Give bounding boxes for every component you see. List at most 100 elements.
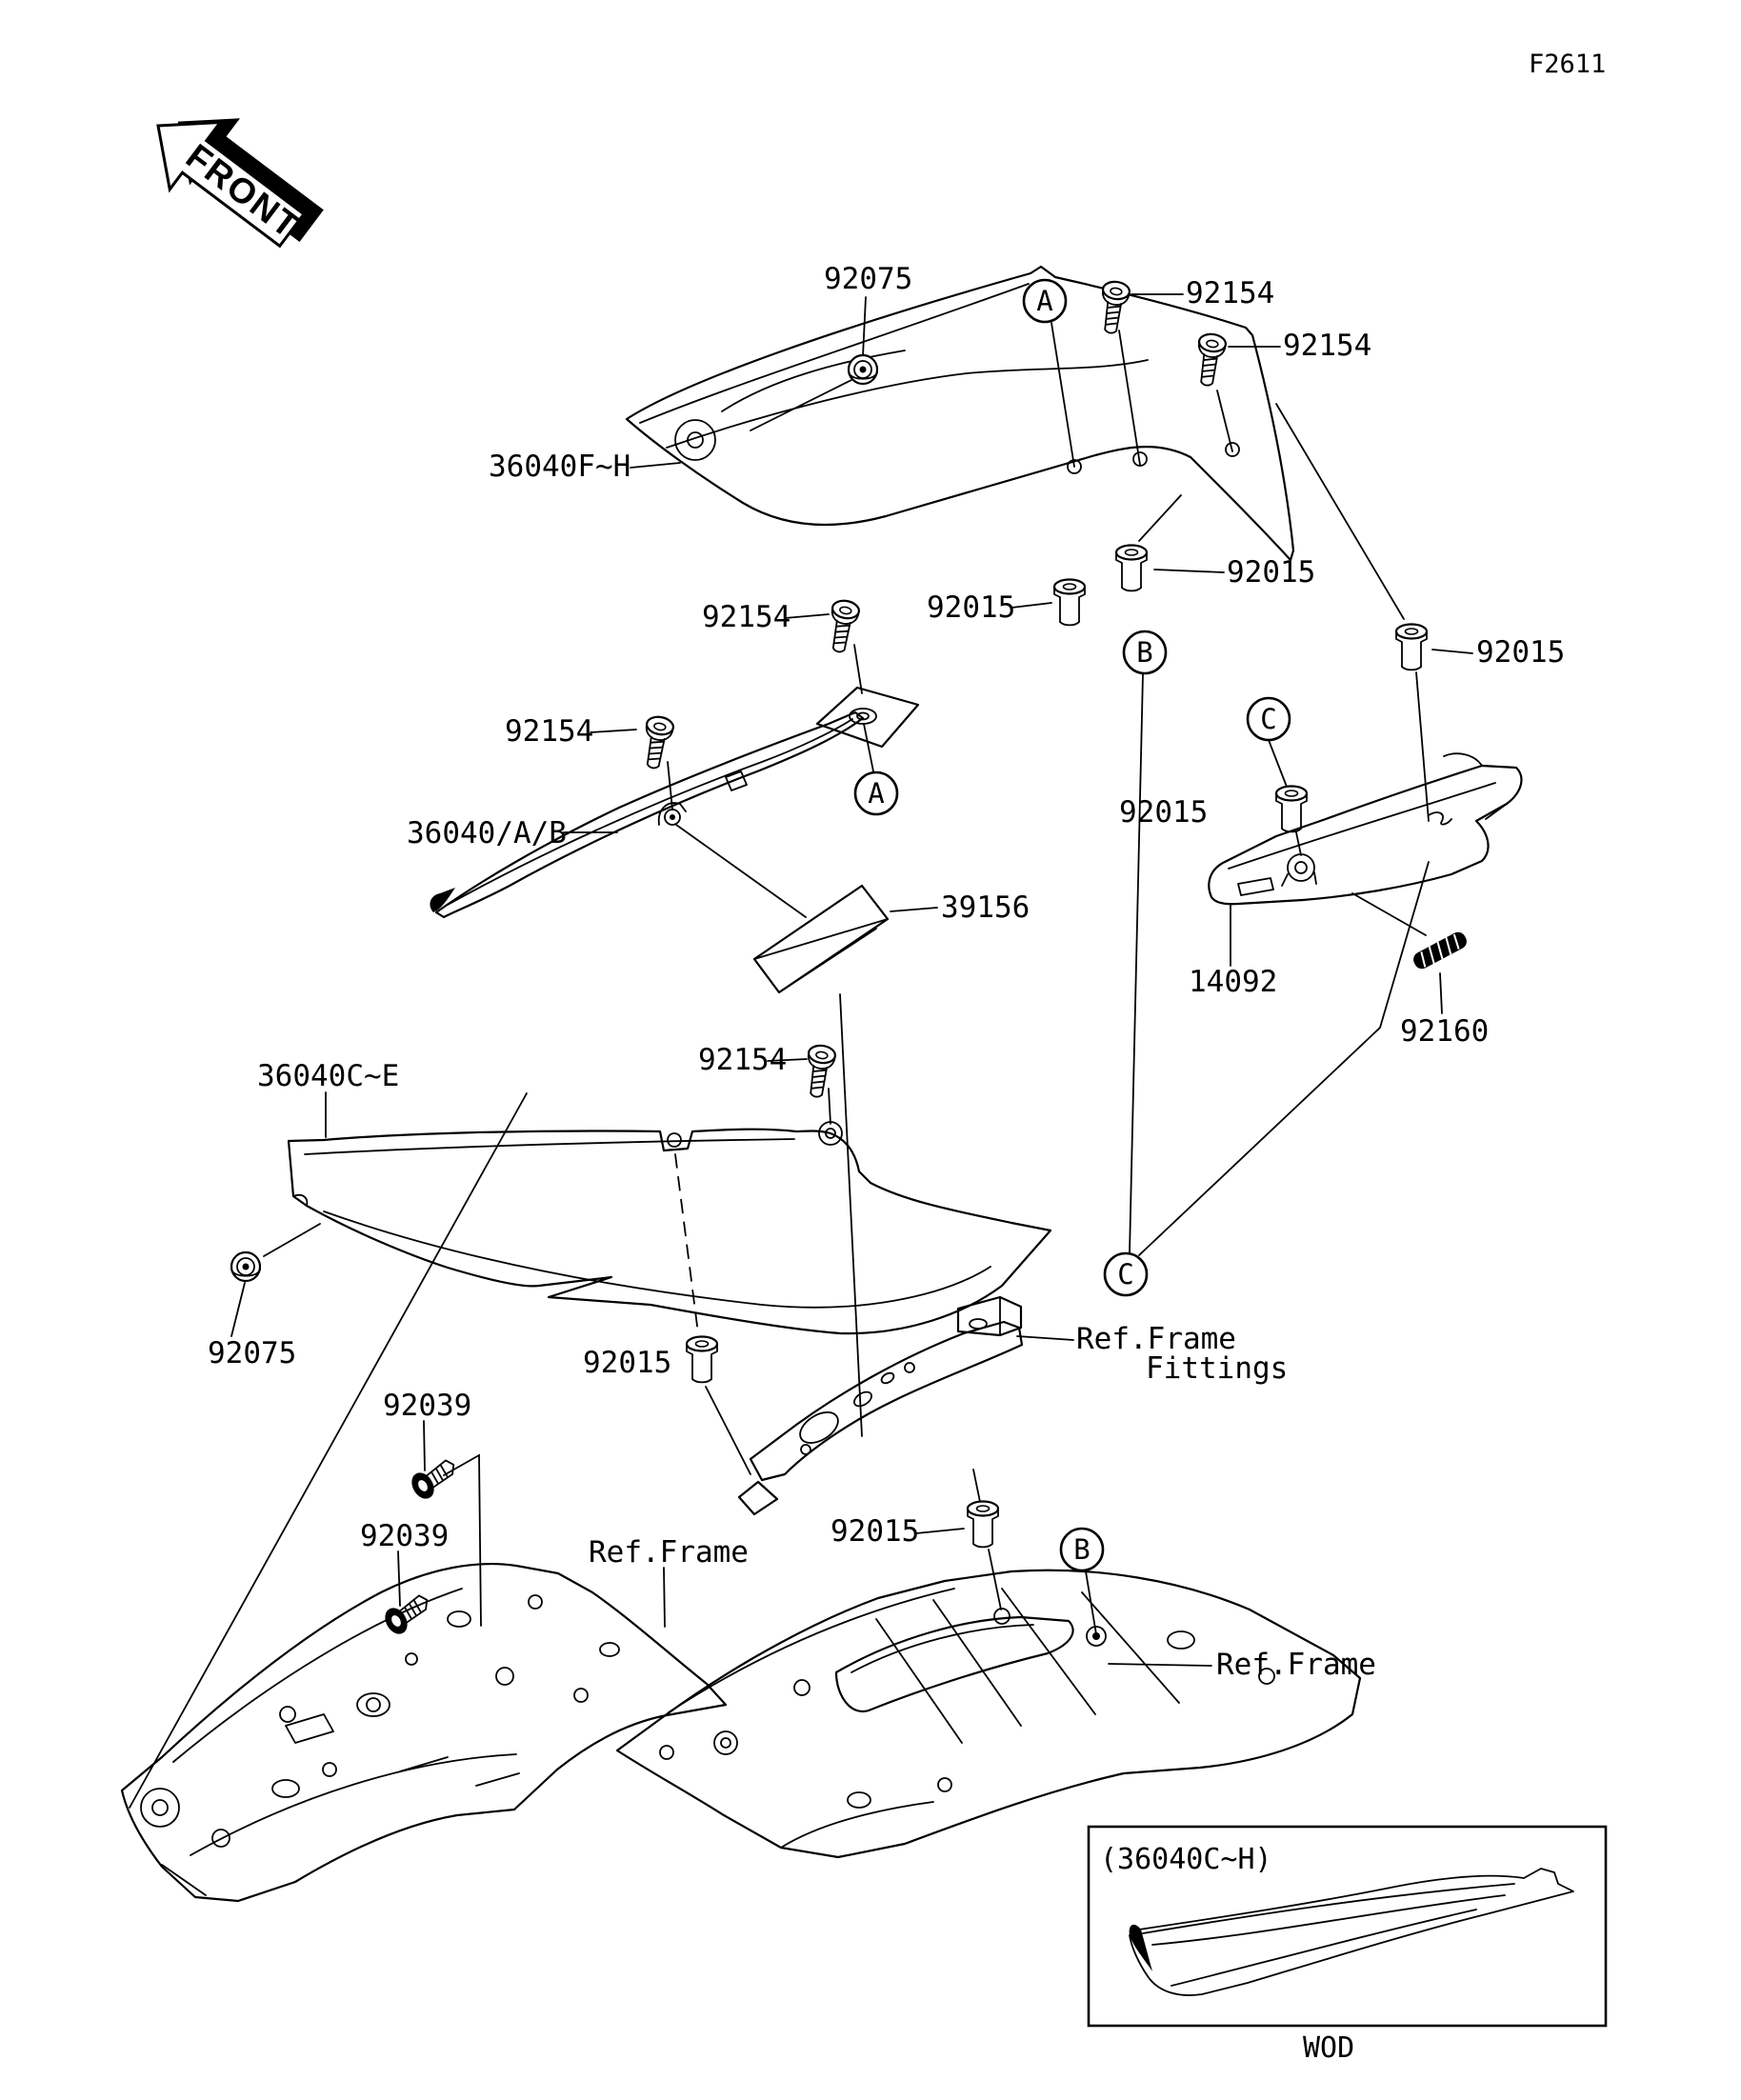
callout-A: A <box>853 770 899 816</box>
svg-text:B: B <box>1073 1533 1090 1566</box>
leader-line <box>590 729 637 733</box>
screw-92154-icon <box>1095 279 1132 336</box>
leader-line <box>1138 494 1182 542</box>
leader-line <box>675 824 807 918</box>
part-label-92015: 92015 <box>1119 795 1208 830</box>
leader-line <box>1431 649 1473 654</box>
callout-B: B <box>1122 630 1168 675</box>
part-label-Ref-Frame: Ref.Frame <box>1216 1648 1376 1682</box>
front-direction-arrow: FRONT <box>156 118 324 249</box>
part-top-cover-36040F-H <box>625 265 1295 562</box>
leader-line <box>705 1386 751 1475</box>
leader-line <box>1011 602 1052 609</box>
part-ref-frame-right <box>615 1569 1362 1859</box>
leader-line <box>1295 831 1302 856</box>
part-label-36040-A-B: 36040/A/B <box>407 816 567 850</box>
leader-line <box>1138 861 1430 1256</box>
bushing-92015-icon <box>1114 544 1149 592</box>
screw-92154-icon <box>1191 331 1229 389</box>
callout-C: C <box>1103 1251 1149 1297</box>
leader-line <box>230 1282 246 1337</box>
part-label-92075: 92075 <box>208 1336 296 1370</box>
leader-line <box>839 993 863 1437</box>
part-label-92015: 92015 <box>583 1346 671 1380</box>
part-cover-14092 <box>1208 752 1523 906</box>
part-label-14092: 14092 <box>1189 965 1277 999</box>
leader-line <box>1153 569 1225 573</box>
part-label-92015: 92015 <box>1476 635 1565 670</box>
leader-line <box>423 1420 426 1471</box>
bushing-92015-icon <box>966 1500 1000 1549</box>
inset-footnote: WOD <box>1303 2031 1354 2065</box>
leader-line <box>443 1453 482 1627</box>
leader-line <box>890 907 938 912</box>
screw-92154-icon <box>801 1043 838 1100</box>
leader-line <box>1016 1335 1074 1341</box>
leader-line <box>988 1549 1002 1610</box>
part-label-39156: 39156 <box>941 890 1030 925</box>
svg-text:A: A <box>868 777 884 810</box>
leader-line <box>784 613 830 619</box>
part-label-92154: 92154 <box>1283 329 1371 363</box>
leader-line <box>1268 739 1288 788</box>
leader-line <box>129 1092 528 1809</box>
leader-line <box>1216 390 1233 452</box>
svg-text:B: B <box>1136 636 1152 669</box>
grommet-92075-icon <box>847 353 879 386</box>
screw-92154-icon <box>638 713 676 771</box>
part-labels-layer: 92075 92154 92154 36040F~H 92154 92015 92015 92… <box>208 262 1565 1682</box>
leader-line <box>263 1223 321 1257</box>
part-ref-frame-left <box>120 1563 728 1903</box>
part-label-Fittings: Fittings <box>1146 1351 1288 1386</box>
leader-line <box>853 644 863 694</box>
leader-line <box>750 377 856 431</box>
bushing-92015-icon <box>685 1335 719 1384</box>
part-label-92154: 92154 <box>505 714 593 749</box>
leader-line <box>630 462 681 469</box>
leader-line <box>397 1550 401 1607</box>
grommet-92075-icon <box>230 1250 262 1283</box>
leader-line <box>1108 1663 1212 1667</box>
part-label-Ref-Frame: Ref.Frame <box>1076 1322 1236 1356</box>
leader-line <box>767 1058 808 1062</box>
part-label-92154: 92154 <box>698 1043 787 1077</box>
part-side-cover-36040C-E <box>287 1121 1052 1335</box>
callout-B: B <box>1059 1527 1105 1572</box>
part-label-92154: 92154 <box>702 600 790 634</box>
leader-line <box>863 723 874 772</box>
bushing-92015-icon <box>1274 785 1309 833</box>
part-cover-rail-36040-A-B <box>430 686 920 919</box>
inset-box-36040C-H: (36040C~H) WOD <box>1087 1825 1608 2065</box>
inset-caption: (36040C~H) <box>1100 1843 1272 1876</box>
part-label-92160: 92160 <box>1400 1014 1489 1049</box>
leader-line <box>663 1567 666 1628</box>
screw-92039-icon <box>380 1590 436 1639</box>
leader-line <box>1415 671 1430 822</box>
leader-line <box>1051 322 1075 468</box>
part-label-92075: 92075 <box>824 262 912 296</box>
screw-92039-icon <box>407 1454 463 1504</box>
pad-39156-icon <box>752 884 890 994</box>
leader-line <box>674 1153 699 1334</box>
part-label-92039: 92039 <box>360 1519 449 1553</box>
leader-line <box>1129 673 1144 1254</box>
leader-line <box>1351 892 1427 936</box>
part-label-Ref-Frame: Ref.Frame <box>589 1535 749 1570</box>
leader-line <box>1275 403 1405 620</box>
bushing-92015-icon <box>1394 623 1429 671</box>
part-label-36040F-H: 36040F~H <box>489 450 630 484</box>
part-label-92039: 92039 <box>383 1389 471 1423</box>
leader-line <box>972 1469 981 1503</box>
damper-92160-icon <box>1410 928 1471 973</box>
part-label-36040C-E: 36040C~E <box>257 1059 399 1093</box>
leader-line <box>862 296 867 357</box>
part-label-92154: 92154 <box>1186 276 1274 310</box>
fiche-code: F2611 <box>1529 50 1606 79</box>
leader-line <box>1118 330 1141 466</box>
leader-line <box>1439 972 1443 1014</box>
svg-text:C: C <box>1260 703 1276 735</box>
part-label-92015: 92015 <box>1227 555 1315 590</box>
